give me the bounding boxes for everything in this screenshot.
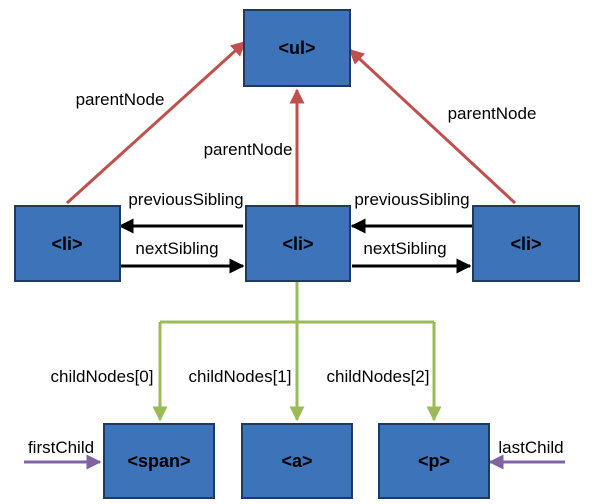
parent-label-left: parentNode — [76, 90, 165, 109]
parent-label-center: parentNode — [204, 140, 293, 159]
node-li-left: <li> — [14, 205, 121, 282]
first-child-label: firstChild — [28, 438, 94, 457]
node-a-label: <a> — [281, 451, 312, 471]
node-span: <span> — [103, 423, 215, 499]
child-label-1: childNodes[1] — [188, 367, 291, 386]
node-ul-label: <ul> — [278, 38, 315, 58]
child-label-0: childNodes[0] — [50, 367, 153, 386]
parent-label-right: parentNode — [448, 104, 537, 123]
node-li-right-label: <li> — [510, 234, 541, 254]
node-li-left-label: <li> — [51, 234, 82, 254]
last-child-label: lastChild — [498, 438, 563, 457]
node-p-label: <p> — [418, 451, 450, 471]
node-p: <p> — [378, 423, 490, 499]
previous-sibling-label-right: previousSibling — [354, 190, 469, 209]
previous-sibling-label-left: previousSibling — [128, 190, 243, 209]
next-sibling-label-right: nextSibling — [363, 239, 446, 258]
node-span-label: <span> — [127, 451, 190, 471]
node-a: <a> — [241, 423, 353, 499]
node-li-center-label: <li> — [282, 234, 313, 254]
node-ul: <ul> — [243, 9, 351, 87]
next-sibling-label-left: nextSibling — [135, 239, 218, 258]
child-label-2: childNodes[2] — [326, 367, 429, 386]
parent-arrow-left — [65, 40, 247, 205]
node-li-right: <li> — [472, 205, 580, 282]
node-li-center: <li> — [245, 205, 351, 282]
parent-arrow-right — [348, 48, 517, 205]
